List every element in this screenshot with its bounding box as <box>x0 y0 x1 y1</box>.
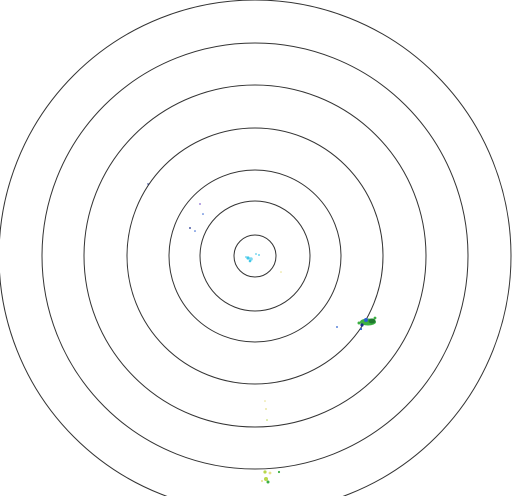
echo-cell <box>280 271 282 273</box>
echo-cell <box>194 230 196 232</box>
range-ring-4 <box>126 127 384 385</box>
echo-cell <box>265 408 267 410</box>
echo-cell <box>360 323 364 327</box>
echo-cell <box>357 321 361 325</box>
echo-cell <box>336 326 338 328</box>
echo-cell <box>263 470 267 474</box>
range-ring-6 <box>41 42 469 470</box>
echo-cell <box>255 253 257 255</box>
echo-cluster-east <box>336 316 377 331</box>
echo-cell <box>261 480 263 482</box>
echo-cell <box>264 477 268 481</box>
echo-cell <box>266 419 268 421</box>
echo-cell <box>364 318 368 322</box>
echo-cell <box>258 254 260 256</box>
echo-cell <box>264 400 266 402</box>
echo-cell <box>359 327 363 331</box>
echo-scatter-west <box>147 183 204 232</box>
echo-cell <box>147 183 149 185</box>
echo-cluster-center <box>245 253 282 273</box>
echo-cell <box>199 203 201 205</box>
range-ring-1 <box>233 234 277 278</box>
precipitation-echoes <box>147 183 377 484</box>
echo-cell <box>266 480 270 484</box>
echo-cell <box>268 471 272 475</box>
echo-cell <box>245 256 247 258</box>
range-ring-3 <box>168 169 342 343</box>
range-ring-5 <box>83 84 427 428</box>
echo-cell <box>202 213 204 215</box>
echo-cell <box>248 259 252 263</box>
range-ring-2 <box>199 200 311 312</box>
echo-cell <box>277 470 281 474</box>
echo-cell <box>368 318 376 324</box>
echo-cell <box>189 227 191 229</box>
echo-cluster-south <box>261 400 281 484</box>
echo-cell <box>373 316 377 320</box>
echo-cell <box>246 256 250 260</box>
